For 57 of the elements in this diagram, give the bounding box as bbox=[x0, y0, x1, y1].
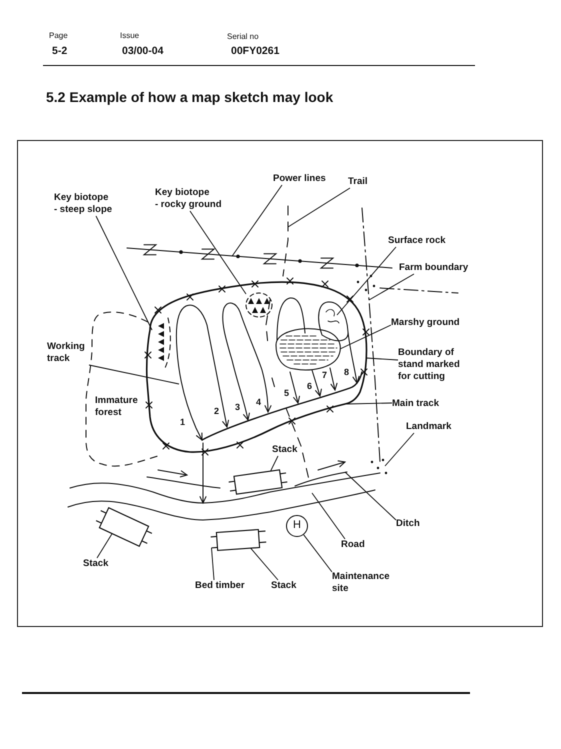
track-number: 7 bbox=[322, 370, 328, 380]
track-number: 2 bbox=[214, 406, 220, 416]
leader-line bbox=[384, 432, 414, 466]
timber-stack bbox=[228, 469, 288, 495]
callout-label: Stack bbox=[271, 580, 296, 592]
callout-label: Key biotope bbox=[54, 192, 108, 204]
track-number: 6 bbox=[307, 381, 312, 391]
field-value: 00FY0261 bbox=[231, 45, 280, 57]
callout-label: Boundary of stand marked for cutting bbox=[398, 347, 464, 383]
callout-label: Landmark bbox=[406, 421, 452, 433]
track-number: 1 bbox=[180, 417, 186, 427]
leader-line bbox=[190, 210, 246, 294]
field-caption: Issue bbox=[120, 31, 140, 41]
area-label: Immature forest bbox=[95, 395, 139, 419]
callout-label: Working track bbox=[47, 341, 89, 365]
section-title: 5.2 Example of how a map sketch may look bbox=[46, 89, 334, 106]
leader-line bbox=[336, 246, 396, 316]
callout-label: Key biotope bbox=[155, 187, 210, 199]
leader-line bbox=[211, 547, 214, 580]
callout-label: Road bbox=[341, 539, 365, 551]
leader-line bbox=[232, 184, 282, 257]
leader-line bbox=[96, 216, 152, 330]
leader-line bbox=[340, 324, 392, 350]
callout-label: Farm boundary bbox=[399, 262, 468, 274]
site-marker: H bbox=[286, 515, 308, 537]
callout-label: Main track bbox=[392, 398, 439, 410]
field-caption: Serial no bbox=[227, 32, 259, 42]
leader-line bbox=[346, 402, 392, 404]
field-value: 03/00-04 bbox=[122, 45, 164, 57]
field-caption: Page bbox=[49, 31, 68, 41]
leader-line bbox=[312, 492, 346, 540]
callout-label: Surface rock bbox=[388, 235, 446, 247]
track-number: 8 bbox=[344, 367, 350, 377]
leader-line bbox=[366, 358, 398, 360]
track-number: 4 bbox=[256, 397, 262, 407]
leader-line bbox=[270, 456, 278, 472]
leader-line bbox=[303, 534, 332, 572]
track-number: 3 bbox=[235, 402, 240, 412]
field-value: 5-2 bbox=[52, 45, 68, 57]
leader-line bbox=[250, 548, 278, 580]
callout-label: Ditch bbox=[396, 518, 420, 530]
leader-line bbox=[368, 274, 414, 300]
leader-line bbox=[344, 472, 396, 520]
leader-line bbox=[96, 533, 113, 558]
callout-label: Power lines bbox=[273, 173, 326, 185]
callout-label: Trail bbox=[348, 176, 368, 188]
track-number: 5 bbox=[284, 388, 290, 398]
timber-stack bbox=[210, 528, 266, 552]
callout-label: - steep slope bbox=[54, 204, 112, 216]
callout-label: Marshy ground bbox=[391, 317, 460, 329]
leader-line bbox=[88, 364, 180, 384]
callout-label: Stack bbox=[272, 444, 298, 456]
callout-label: Maintenance site bbox=[332, 571, 394, 595]
callout-label: Bed timber bbox=[195, 580, 245, 592]
callout-label: - rocky ground bbox=[155, 199, 222, 211]
leader-line bbox=[288, 188, 350, 228]
callout-label: Stack bbox=[83, 558, 108, 570]
